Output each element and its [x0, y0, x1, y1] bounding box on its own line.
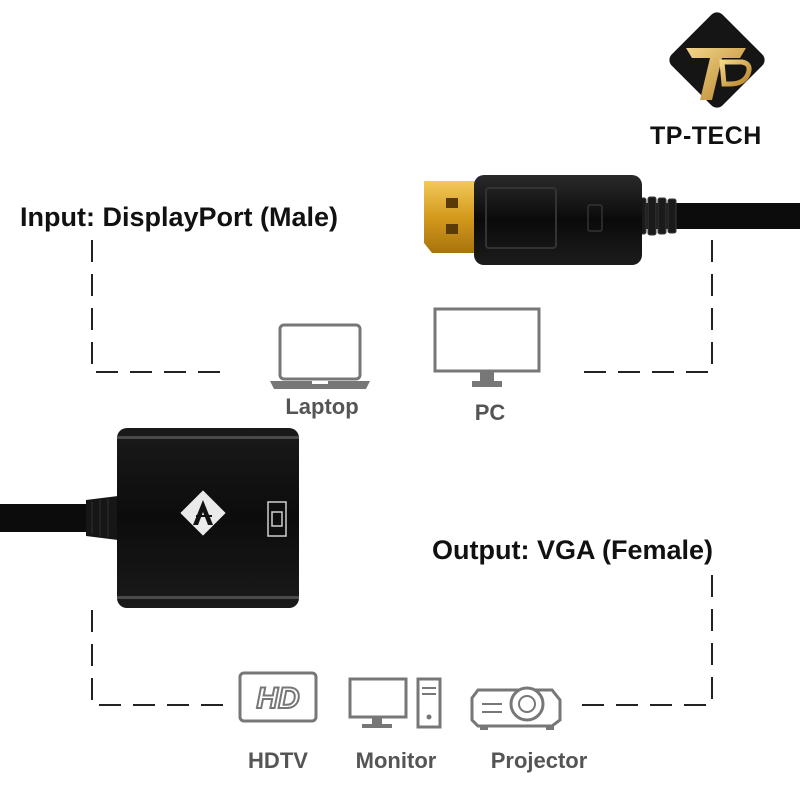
pc-label: PC — [474, 400, 506, 425]
projector-label: Projector — [490, 748, 588, 773]
hdtv-badge: HD — [256, 682, 299, 715]
monitor-icon — [348, 677, 442, 729]
projector-icon — [470, 686, 562, 730]
vga-adapter — [0, 428, 299, 608]
hdtv-icon: HD — [238, 671, 318, 723]
pc-icon — [433, 307, 541, 387]
monitor-label: Monitor — [355, 748, 437, 773]
laptop-icon — [270, 323, 370, 389]
brand-name: TP-TECH — [650, 122, 762, 150]
laptop-label: Laptop — [285, 394, 359, 419]
input-label: Input: DisplayPort (Male) — [20, 202, 339, 232]
output-label: Output: VGA (Female) — [432, 535, 713, 565]
hdtv-label: HDTV — [248, 748, 308, 773]
output-connector-lines — [91, 575, 713, 706]
tp-logo-icon — [669, 12, 765, 108]
input-connector-lines — [91, 240, 713, 373]
displayport-connector — [424, 175, 800, 265]
